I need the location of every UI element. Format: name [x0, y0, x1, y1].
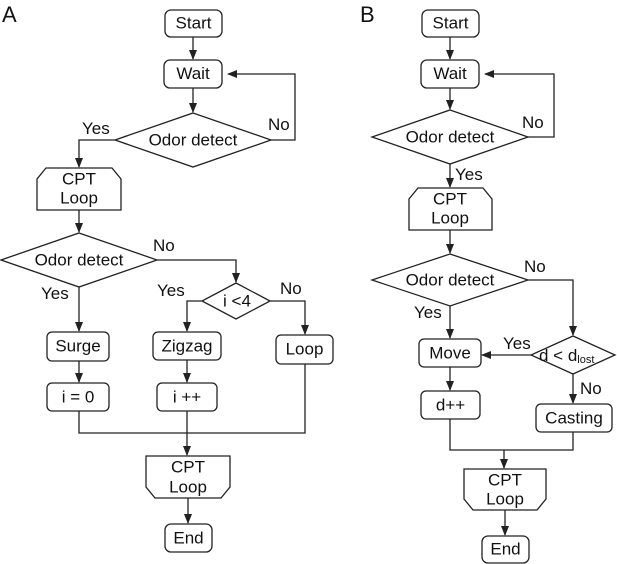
- a-zigzag-label: Zigzag: [161, 336, 212, 355]
- b-odor-detect-2-label: Odor detect: [406, 270, 495, 289]
- b-cpt-loop-2-node: [463, 468, 547, 511]
- a-yes-1-label: Yes: [82, 119, 110, 138]
- b-merge-line: [449, 419, 574, 451]
- panel-b: B Start Wait Odor detect No Yes CPT Loop…: [360, 2, 617, 564]
- a-i-inc-label: i ++: [173, 387, 201, 406]
- a-cpt-loop-1-node: [36, 167, 122, 211]
- a-arrow-yes-cpt: [75, 139, 115, 168]
- a-cpt-loop-2-line1: CPT: [171, 457, 205, 476]
- a-surge-label: Surge: [55, 336, 100, 355]
- b-arrow-no-loop: [484, 70, 555, 138]
- b-casting-label: Casting: [545, 408, 603, 427]
- b-cond-d-sub: lost: [577, 354, 594, 366]
- b-cond-d-main: d < d: [539, 346, 577, 365]
- a-cpt-loop-1-line1: CPT: [62, 169, 96, 188]
- panel-a-letter: A: [2, 2, 17, 27]
- b-cpt-loop-2-line1: CPT: [488, 470, 522, 489]
- b-no-2-label: No: [524, 257, 546, 276]
- a-odor-detect-1-label: Odor detect: [149, 130, 238, 149]
- b-cpt-loop-1-line2: Loop: [431, 208, 469, 227]
- a-yes-3-label: Yes: [157, 281, 185, 300]
- a-no-1-label: No: [268, 115, 290, 134]
- a-arrow-no-loop-box: [270, 300, 309, 335]
- a-arrow-no-loop: [227, 70, 296, 141]
- a-cpt-loop-2-node: [145, 455, 231, 499]
- a-surge-node: [46, 331, 110, 362]
- a-wait-label: Wait: [176, 64, 210, 83]
- b-move-label: Move: [429, 343, 471, 362]
- a-yes-2-label: Yes: [41, 284, 69, 303]
- a-start-label: Start: [176, 13, 212, 32]
- panel-b-letter: B: [360, 2, 375, 27]
- a-cond-i-node: [200, 282, 272, 320]
- b-casting-node: [535, 403, 613, 433]
- b-arrow-no-cond: [528, 279, 577, 336]
- a-no-2-label: No: [153, 236, 175, 255]
- b-cond-d-label: d < dlost: [539, 346, 594, 366]
- a-no-3-label: No: [280, 279, 302, 298]
- panel-a: A Start Wait Odor detect No Yes CPT Loop…: [0, 2, 334, 553]
- b-end-label: End: [490, 539, 520, 558]
- a-arrow-yes-zigzag: [183, 300, 202, 332]
- a-i-zero-node: [46, 382, 110, 412]
- a-arrow-no-cond: [157, 259, 240, 283]
- a-loop-label: Loop: [286, 339, 324, 358]
- b-yes-1-label: Yes: [455, 165, 483, 184]
- b-cpt-loop-1-node: [408, 187, 493, 231]
- b-start-label: Start: [433, 13, 469, 32]
- a-merge-line: [78, 364, 306, 434]
- b-no-1-label: No: [522, 113, 544, 132]
- a-cpt-loop-2-line2: Loop: [169, 477, 207, 496]
- b-d-inc-label: d++: [436, 395, 465, 414]
- a-cond-i-label: i <4: [223, 291, 251, 310]
- b-end-node: [481, 535, 530, 564]
- b-cpt-loop-2-line2: Loop: [486, 489, 524, 508]
- b-odor-detect-1-label: Odor detect: [406, 127, 495, 146]
- b-cpt-loop-1-line1: CPT: [433, 189, 467, 208]
- b-no-3-label: No: [580, 379, 602, 398]
- a-end-label: End: [173, 528, 203, 547]
- a-end-node: [164, 523, 213, 553]
- b-yes-3-label: Yes: [503, 334, 531, 353]
- a-cpt-loop-1-line2: Loop: [60, 188, 98, 207]
- b-yes-2-label: Yes: [414, 303, 442, 322]
- a-odor-detect-1-node: [113, 112, 273, 168]
- a-odor-detect-2-label: Odor detect: [35, 250, 124, 269]
- b-wait-label: Wait: [433, 64, 467, 83]
- a-i-zero-label: i = 0: [62, 387, 95, 406]
